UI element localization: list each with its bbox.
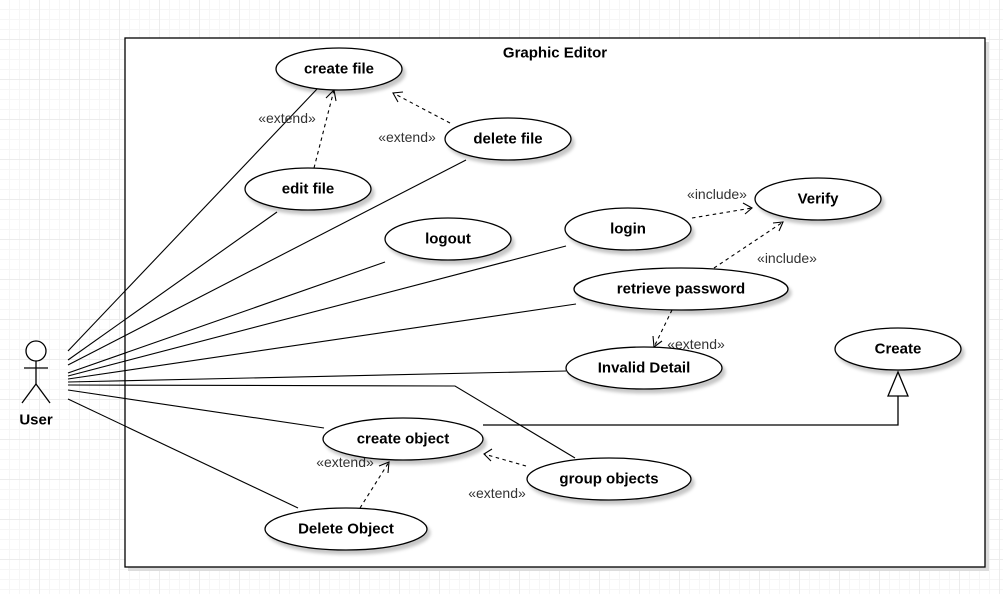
use-case-label: logout <box>425 231 471 248</box>
generalization-arrowhead <box>887 370 909 397</box>
use-case-retrieve-password[interactable]: retrieve password <box>573 267 789 311</box>
extend-label-group-objects: «extend» <box>468 485 526 501</box>
system-title: Graphic Editor <box>503 45 607 62</box>
assoc-delete-object <box>67 398 299 509</box>
use-case-delete-file[interactable]: delete file <box>444 117 572 161</box>
use-case-invalid-detail[interactable]: Invalid Detail <box>565 346 723 390</box>
extend-label-delete-object: «extend» <box>316 454 374 470</box>
use-case-edit-file[interactable]: edit file <box>244 167 372 211</box>
use-case-label: group objects <box>559 471 658 488</box>
dependencies <box>313 88 784 509</box>
use-case-label: retrieve password <box>617 281 745 298</box>
use-case-label: Invalid Detail <box>598 360 691 377</box>
use-case-label: Verify <box>798 191 840 208</box>
use-case-create-file[interactable]: create file <box>275 47 403 91</box>
include-label-login: «include» <box>687 186 747 202</box>
extend-label-edit-file: «extend» <box>258 110 316 126</box>
use-case-label: Create <box>875 341 922 358</box>
stick-figure-icon <box>21 340 51 404</box>
assoc-create-file <box>67 87 319 352</box>
include-label-retrieve: «include» <box>757 250 817 266</box>
assoc-login <box>67 245 567 377</box>
assoc-delete-file <box>67 159 467 366</box>
use-case-label: login <box>610 221 646 238</box>
generalization-create <box>483 370 909 426</box>
assoc-invalid-detail <box>67 370 567 383</box>
extend-delete-object-line <box>359 461 390 509</box>
actor-associations <box>67 87 577 509</box>
use-case-label: Delete Object <box>298 521 394 538</box>
use-case-verify[interactable]: Verify <box>754 177 882 221</box>
use-case-group-objects[interactable]: group objects <box>526 457 692 501</box>
assoc-create-object <box>67 389 325 429</box>
actor-user[interactable]: User <box>19 340 53 429</box>
assoc-group-objects <box>67 384 576 459</box>
use-case-create-object[interactable]: create object <box>322 417 484 461</box>
use-case-login[interactable]: login <box>564 207 692 251</box>
use-case-label: create file <box>304 61 374 78</box>
extend-label-invalid-detail: «extend» <box>667 336 725 352</box>
stereotype-labels: «extend» «extend» «include» «include» «e… <box>258 110 817 501</box>
use-case-label: delete file <box>473 131 542 148</box>
extend-label-delete-file: «extend» <box>378 129 436 145</box>
use-case-label: create object <box>357 431 450 448</box>
extend-group-objects-line <box>483 453 527 467</box>
use-case-label: edit file <box>282 181 335 198</box>
assoc-edit-file <box>67 211 278 361</box>
use-case-logout[interactable]: logout <box>384 217 512 261</box>
use-case-create[interactable]: Create <box>834 327 962 371</box>
include-login-verify-line <box>691 207 753 219</box>
use-case-delete-object[interactable]: Delete Object <box>264 507 428 551</box>
actor-label: User <box>19 412 53 429</box>
assoc-logout <box>67 261 386 374</box>
assoc-retrieve-password <box>67 303 577 380</box>
